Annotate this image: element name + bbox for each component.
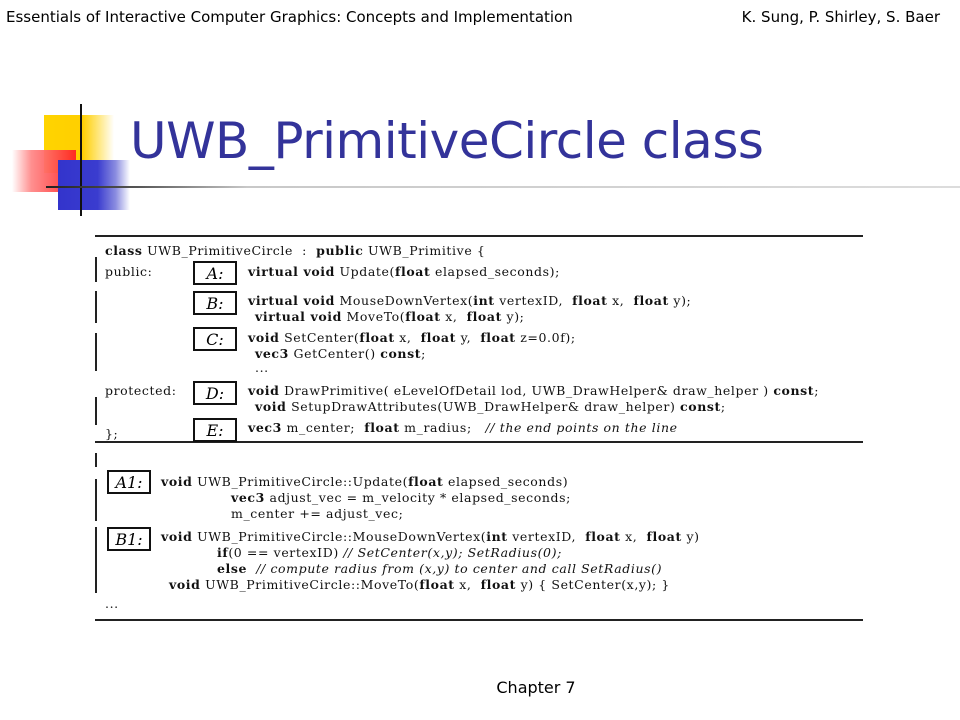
figure-bottom-rule: [95, 619, 863, 621]
code-line-e: vec3 m_center; float m_radius; // the en…: [248, 420, 678, 435]
chapter-footer: Chapter 7: [496, 678, 576, 697]
left-bar: [95, 291, 97, 323]
code-line-c3: ...: [255, 360, 269, 375]
slide-title: UWB_PrimitiveCircle class: [130, 112, 764, 170]
label-b1: B1:: [107, 527, 151, 551]
code-line-a: virtual void Update(float elapsed_second…: [248, 264, 560, 279]
code-line-a1-2: vec3 adjust_vec = m_velocity * elapsed_s…: [231, 490, 571, 505]
code-line-b1-1: void UWB_PrimitiveCircle::MouseDownVerte…: [161, 529, 700, 544]
code-line-end: ...: [105, 596, 119, 611]
authors: K. Sung, P. Shirley, S. Baer: [741, 8, 940, 26]
blue-square: [58, 160, 130, 210]
vertical-rule: [80, 104, 82, 216]
label-e: E:: [193, 418, 237, 442]
label-d: D:: [193, 381, 237, 405]
code-line-b1-3: else // compute radius from (x,y) to cen…: [217, 561, 663, 576]
figure-top-rule: [95, 235, 863, 237]
code-line-b1-2: if(0 == vertexID) // SetCenter(x,y); Set…: [217, 545, 562, 560]
code-figure: class UWB_PrimitiveCircle : public UWB_P…: [95, 235, 863, 621]
code-line-a1-3: m_center += adjust_vec;: [231, 506, 404, 521]
book-title: Essentials of Interactive Computer Graph…: [6, 8, 573, 26]
title-underline: [46, 186, 960, 188]
label-c: C:: [193, 327, 237, 351]
label-a1: A1:: [107, 470, 151, 494]
left-bar: [95, 397, 97, 425]
class-close: };: [105, 426, 119, 441]
code-line-c1: void SetCenter(float x, float y, float z…: [248, 330, 576, 345]
label-b: B:: [193, 291, 237, 315]
code-line-c2: vec3 GetCenter() const;: [255, 346, 426, 361]
code-line-a1-1: void UWB_PrimitiveCircle::Update(float e…: [161, 474, 569, 489]
code-line-d2: void SetupDrawAttributes(UWB_DrawHelper&…: [255, 399, 726, 414]
left-bar: [95, 257, 97, 282]
code-line-d1: void DrawPrimitive( eLevelOfDetail lod, …: [248, 383, 819, 398]
left-bar: [95, 333, 97, 371]
figure-middle-rule: [95, 441, 863, 443]
code-line-b1-4: void UWB_PrimitiveCircle::MoveTo(float x…: [169, 577, 670, 592]
left-bar: [95, 453, 97, 467]
decorative-logo: [0, 0, 140, 220]
label-a: A:: [193, 261, 237, 285]
left-bar: [95, 527, 97, 593]
protected-label: protected:: [105, 383, 177, 398]
code-line-b2: virtual void MoveTo(float x, float y);: [255, 309, 525, 324]
class-declaration: class UWB_PrimitiveCircle : public UWB_P…: [105, 243, 486, 258]
left-bar: [95, 479, 97, 521]
public-label: public:: [105, 264, 153, 279]
code-line-b1: virtual void MouseDownVertex(int vertexI…: [248, 293, 692, 308]
